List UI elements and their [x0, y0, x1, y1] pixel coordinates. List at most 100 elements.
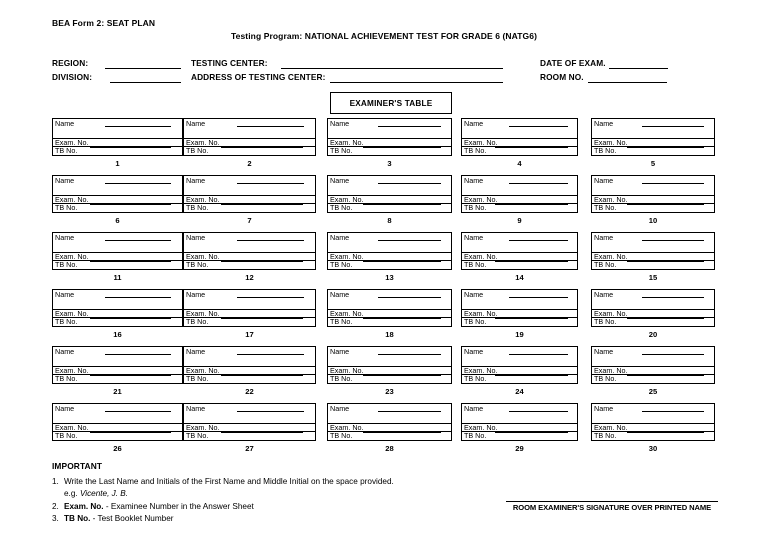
seat-tb-no-field[interactable]: TB No. [462, 375, 577, 383]
seat-tb-no-field[interactable]: TB No. [53, 432, 182, 440]
seat-exam-no-field[interactable]: Exam. No. [184, 139, 315, 147]
seat-tb-no-field[interactable]: TB No. [592, 147, 714, 155]
seat-exam-no-field[interactable]: Exam. No. [184, 196, 315, 204]
seat-exam-no-field[interactable]: Exam. No. [328, 196, 451, 204]
seat-name-field[interactable]: Name [592, 233, 714, 253]
seat-name-write-line[interactable] [642, 297, 704, 298]
seat-name-write-line[interactable] [378, 411, 441, 412]
seat-exam-no-field[interactable]: Exam. No. [184, 367, 315, 375]
seat-tb-no-field[interactable]: TB No. [328, 432, 451, 440]
seat-exam-no-field[interactable]: Exam. No. [328, 139, 451, 147]
seat-tb-no-write-line[interactable] [627, 375, 704, 376]
seat-name-write-line[interactable] [237, 354, 304, 355]
seat-tb-no-write-line[interactable] [363, 375, 441, 376]
region-input-line[interactable] [105, 68, 181, 69]
seat-tb-no-write-line[interactable] [363, 204, 441, 205]
seat-tb-no-write-line[interactable] [627, 261, 704, 262]
seat-tb-no-write-line[interactable] [221, 375, 303, 376]
signature-line[interactable] [506, 501, 718, 502]
seat-name-write-line[interactable] [642, 411, 704, 412]
seat-tb-no-write-line[interactable] [495, 261, 568, 262]
seat-tb-no-field[interactable]: TB No. [462, 261, 577, 269]
seat-tb-no-write-line[interactable] [495, 147, 568, 148]
seat-tb-no-field[interactable]: TB No. [592, 432, 714, 440]
seat-name-write-line[interactable] [378, 240, 441, 241]
seat-tb-no-write-line[interactable] [221, 261, 303, 262]
seat-exam-no-field[interactable]: Exam. No. [462, 424, 577, 432]
seat-name-field[interactable]: Name [462, 404, 577, 424]
seat-name-write-line[interactable] [378, 297, 441, 298]
seat-exam-no-field[interactable]: Exam. No. [184, 310, 315, 318]
seat-exam-no-field[interactable]: Exam. No. [462, 253, 577, 261]
seat-exam-no-field[interactable]: Exam. No. [53, 367, 182, 375]
seat-tb-no-field[interactable]: TB No. [462, 432, 577, 440]
seat-name-field[interactable]: Name [592, 347, 714, 367]
seat-name-field[interactable]: Name [462, 119, 577, 139]
seat-name-write-line[interactable] [237, 240, 304, 241]
seat-name-write-line[interactable] [509, 297, 568, 298]
seat-tb-no-field[interactable]: TB No. [184, 147, 315, 155]
seat-name-write-line[interactable] [642, 240, 704, 241]
seat-tb-no-field[interactable]: TB No. [53, 261, 182, 269]
seat-tb-no-field[interactable]: TB No. [53, 375, 182, 383]
seat-exam-no-field[interactable]: Exam. No. [53, 139, 182, 147]
seat-name-field[interactable]: Name [328, 233, 451, 253]
seat-exam-no-field[interactable]: Exam. No. [328, 253, 451, 261]
testing-center-input-line[interactable] [281, 68, 503, 69]
seat-name-field[interactable]: Name [462, 176, 577, 196]
seat-exam-no-field[interactable]: Exam. No. [592, 139, 714, 147]
seat-name-write-line[interactable] [378, 126, 441, 127]
seat-tb-no-write-line[interactable] [221, 204, 303, 205]
date-of-exam-input-line[interactable] [609, 68, 668, 69]
seat-tb-no-write-line[interactable] [363, 147, 441, 148]
seat-exam-no-field[interactable]: Exam. No. [462, 196, 577, 204]
seat-tb-no-field[interactable]: TB No. [462, 204, 577, 212]
seat-tb-no-field[interactable]: TB No. [328, 318, 451, 326]
seat-tb-no-field[interactable]: TB No. [592, 318, 714, 326]
seat-name-field[interactable]: Name [53, 233, 182, 253]
seat-exam-no-field[interactable]: Exam. No. [53, 424, 182, 432]
address-input-line[interactable] [330, 82, 503, 83]
seat-tb-no-write-line[interactable] [90, 375, 171, 376]
seat-tb-no-field[interactable]: TB No. [53, 318, 182, 326]
seat-tb-no-field[interactable]: TB No. [328, 204, 451, 212]
seat-tb-no-field[interactable]: TB No. [462, 147, 577, 155]
seat-name-field[interactable]: Name [592, 176, 714, 196]
seat-name-write-line[interactable] [237, 183, 304, 184]
seat-exam-no-field[interactable]: Exam. No. [184, 253, 315, 261]
seat-tb-no-field[interactable]: TB No. [53, 147, 182, 155]
seat-name-field[interactable]: Name [462, 290, 577, 310]
division-input-line[interactable] [110, 82, 181, 83]
seat-exam-no-field[interactable]: Exam. No. [462, 367, 577, 375]
seat-name-write-line[interactable] [642, 126, 704, 127]
seat-tb-no-write-line[interactable] [627, 318, 704, 319]
seat-name-field[interactable]: Name [184, 119, 315, 139]
seat-name-write-line[interactable] [105, 183, 171, 184]
seat-tb-no-write-line[interactable] [495, 318, 568, 319]
seat-name-write-line[interactable] [237, 411, 304, 412]
seat-tb-no-field[interactable]: TB No. [592, 204, 714, 212]
seat-tb-no-field[interactable]: TB No. [184, 375, 315, 383]
seat-tb-no-write-line[interactable] [221, 147, 303, 148]
seat-tb-no-field[interactable]: TB No. [328, 375, 451, 383]
seat-tb-no-field[interactable]: TB No. [462, 318, 577, 326]
seat-name-field[interactable]: Name [184, 404, 315, 424]
seat-name-write-line[interactable] [509, 240, 568, 241]
seat-exam-no-field[interactable]: Exam. No. [592, 310, 714, 318]
seat-name-field[interactable]: Name [592, 404, 714, 424]
seat-name-write-line[interactable] [237, 297, 304, 298]
seat-name-write-line[interactable] [509, 183, 568, 184]
seat-tb-no-field[interactable]: TB No. [184, 432, 315, 440]
seat-name-field[interactable]: Name [184, 176, 315, 196]
seat-tb-no-field[interactable]: TB No. [328, 147, 451, 155]
